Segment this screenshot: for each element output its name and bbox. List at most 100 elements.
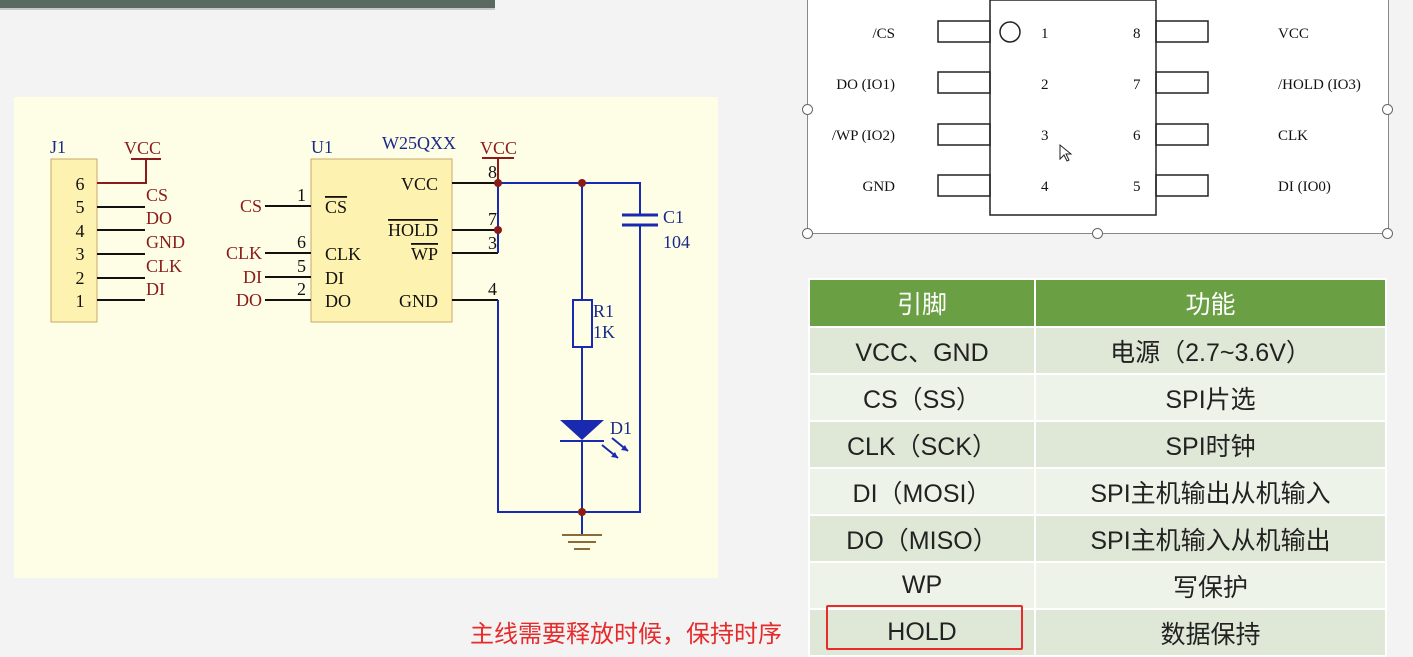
schematic: J1 VCC 6 5 4 3 2 1 CS DO GND CLK DI U1 W… (50, 133, 690, 550)
pinout-number: 7 (1133, 77, 1141, 93)
u1-pin-number: 5 (297, 256, 306, 276)
annotation-text: 主线需要释放时候，保持时序 (470, 621, 782, 648)
cursor-icon (1059, 143, 1073, 162)
u1-pin-number: 6 (297, 232, 306, 252)
pinout-left-label: /WP (IO2) (832, 128, 895, 144)
net-label: CS (146, 185, 168, 205)
function-cell: SPI主机输入从机输出 (1034, 514, 1387, 563)
j1-pin: 1 (76, 291, 85, 311)
resize-handle[interactable] (802, 228, 813, 239)
u1-pin-number: 2 (297, 279, 306, 299)
pin-cell: CS（SS） (808, 373, 1036, 422)
u1-body (310, 158, 453, 323)
pinout-left-label: /CS (872, 26, 895, 42)
resistor-r1 (572, 299, 593, 348)
d1-ref: D1 (610, 418, 632, 438)
pin1-marker-icon (999, 21, 1021, 43)
resize-handle[interactable] (1382, 228, 1393, 239)
hold-highlight-box (826, 605, 1023, 650)
function-cell: SPI片选 (1034, 373, 1387, 422)
pinout-right-label: VCC (1278, 26, 1309, 42)
function-cell: SPI时钟 (1034, 420, 1387, 469)
function-cell: SPI主机输出从机输入 (1034, 467, 1387, 516)
j1-vcc-symbol (97, 158, 161, 184)
pinout-number: 6 (1133, 128, 1141, 144)
u1-pin-number: 8 (488, 162, 497, 182)
net-label: DI (146, 279, 165, 299)
pinout-number: 3 (1041, 128, 1049, 144)
net-label: GND (146, 232, 185, 252)
pin-cell: CLK（SCK） (808, 420, 1036, 469)
u1-vcc: VCC (480, 138, 517, 158)
table-row: DO（MISO）SPI主机输入从机输出 (808, 514, 1387, 563)
ground-icon (562, 534, 602, 550)
u1-pin-gnd: GND (399, 291, 438, 311)
r1-value: 1K (593, 322, 615, 342)
u1-pin-wp: WP (411, 244, 438, 264)
u1-pin-number: 3 (488, 233, 497, 253)
u1-vcc-symbol (482, 157, 514, 183)
j1-pin: 5 (76, 197, 85, 217)
u1-pin-di: DI (325, 268, 344, 288)
table-row: CLK（SCK）SPI时钟 (808, 420, 1387, 469)
header-function: 功能 (1034, 278, 1387, 328)
j1-pin: 3 (76, 244, 85, 264)
table-row: CS（SS）SPI片选 (808, 373, 1387, 422)
wires (497, 182, 641, 535)
j1-pin: 4 (76, 221, 85, 241)
u1-pin-vcc: VCC (401, 174, 438, 194)
c1-ref: C1 (663, 207, 684, 227)
u1-pin-number: 7 (488, 209, 497, 229)
resize-handle[interactable] (1092, 228, 1103, 239)
chip-pins (937, 20, 1209, 197)
u1-pin-do: DO (325, 291, 351, 311)
u1-pin-number: 1 (297, 185, 306, 205)
pin-cell: DO（MISO） (808, 514, 1036, 563)
u1-pin-hold: HOLD (388, 220, 438, 240)
pin-cell: WP (808, 561, 1036, 610)
pinout-number: 4 (1041, 179, 1049, 195)
net-label: CLK (146, 256, 182, 276)
u1-pin-number: 4 (488, 279, 497, 299)
pinout-svg: /CS DO (IO1) /WP (IO2) GND 1 2 3 4 8 7 6… (832, 0, 1361, 216)
j1-body (50, 158, 98, 323)
function-cell: 写保护 (1034, 561, 1387, 610)
junctions (494, 179, 586, 516)
pinout-right-label: DI (IO0) (1278, 179, 1331, 195)
u1-pin-clk: CLK (325, 244, 361, 264)
function-cell: 数据保持 (1034, 608, 1387, 657)
u1-part: W25QXX (382, 133, 456, 153)
capacitor-c1 (622, 213, 658, 227)
j1-ref: J1 (50, 137, 66, 157)
pinout-right-label: CLK (1278, 128, 1308, 144)
c1-value: 104 (663, 232, 690, 252)
j1-vcc: VCC (124, 138, 161, 158)
u1-ref: U1 (311, 137, 333, 157)
pinout-right-label: /HOLD (IO3) (1278, 77, 1361, 93)
pinout-left-label: DO (IO1) (836, 77, 895, 93)
function-cell: 电源（2.7~3.6V） (1034, 326, 1387, 375)
j1-pin-lines (97, 206, 145, 301)
window-edge (0, 0, 495, 10)
pin-cell: DI（MOSI） (808, 467, 1036, 516)
r1-ref: R1 (593, 301, 614, 321)
pinout-number: 1 (1041, 26, 1049, 42)
pinout-number: 8 (1133, 26, 1141, 42)
u1-net-label: DI (243, 267, 262, 287)
j1-pin: 6 (76, 174, 85, 194)
resize-handle[interactable] (802, 104, 813, 115)
resize-handle[interactable] (1382, 104, 1393, 115)
led-d1 (560, 420, 629, 459)
j1-pin: 2 (76, 268, 85, 288)
pinout-number: 5 (1133, 179, 1141, 195)
header-pin: 引脚 (808, 278, 1036, 328)
pinout-number: 2 (1041, 77, 1049, 93)
pinout-diagram: /CS DO (IO1) /WP (IO2) GND 1 2 3 4 8 7 6… (807, 0, 1389, 234)
u1-pin-lines (265, 182, 498, 301)
schematic-panel: J1 VCC 6 5 4 3 2 1 CS DO GND CLK DI U1 W… (14, 97, 718, 578)
chip-body (989, 0, 1157, 216)
u1-net-label: DO (236, 290, 262, 310)
